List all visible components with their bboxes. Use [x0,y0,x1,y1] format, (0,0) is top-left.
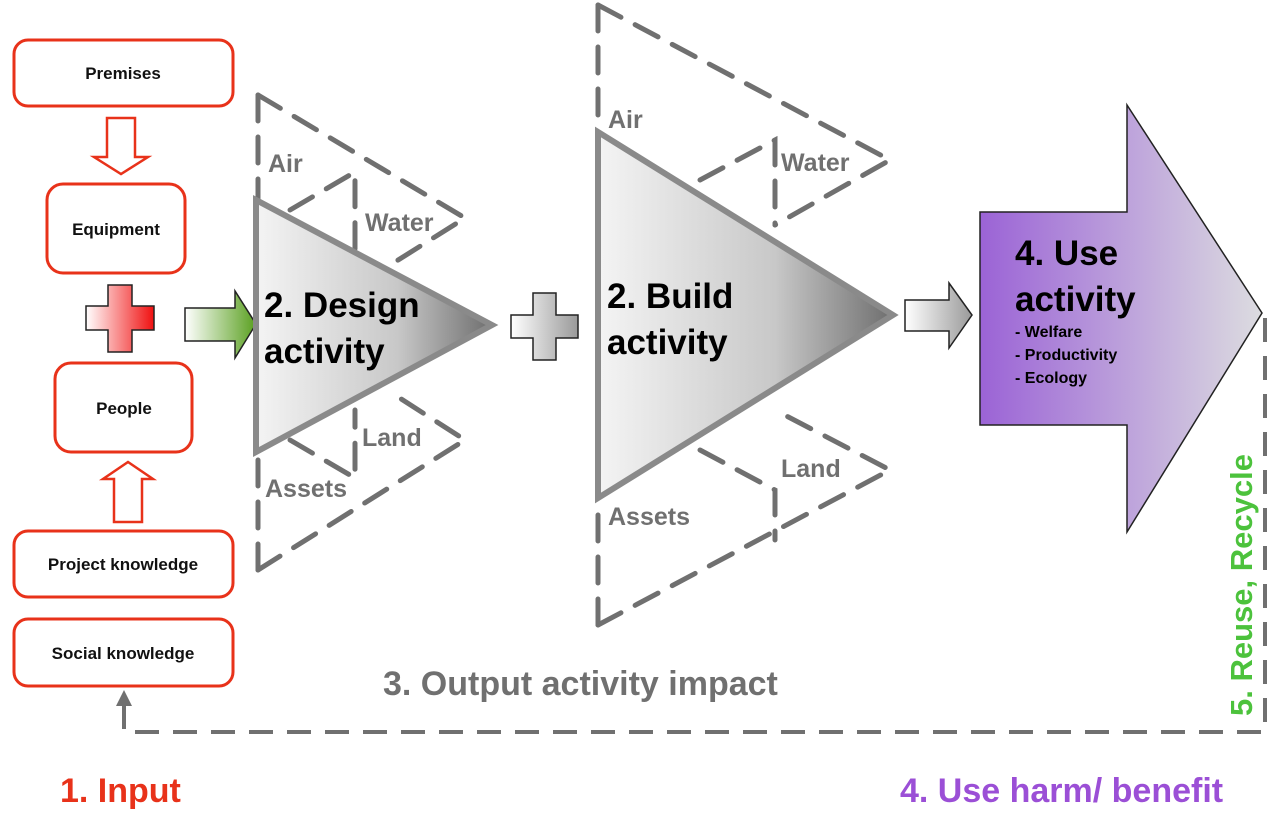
use-harm-benefit-label: 4. Use harm/ benefit [900,772,1223,810]
feedback-arrowhead-icon [116,690,132,706]
input-equipment: Equipment [45,182,187,275]
svg-text:Equipment: Equipment [72,220,160,239]
plus-icon-red [85,284,155,353]
build-activity-subtitle: activity [607,323,728,362]
svg-text:People: People [96,399,152,418]
use-activity-subtitle: activity [1015,280,1136,319]
input-premises: Premises [12,38,235,108]
down-arrow-icon [89,116,153,176]
plus-icon-gray [510,292,579,361]
input-project-knowledge: Project knowledge [12,529,235,599]
svg-text:Project knowledge: Project knowledge [48,555,198,574]
use-bullet-welfare: - Welfare [1015,324,1082,341]
design-activity-triangle [253,195,499,458]
use-activity-title: 4. Use [1015,234,1118,273]
build-impact-water: Water [781,149,850,177]
build-activity-triangle [595,126,899,504]
design-impact-land: Land [362,424,422,452]
feedback-loop-line [122,318,1267,734]
design-impact-outline [255,92,470,573]
right-arrow-icon-green [184,288,257,361]
use-bullet-ecology: - Ecology [1015,370,1087,387]
right-arrow-icon-gray [904,280,973,351]
reuse-recycle-label: 5. Reuse, Recycle [1224,454,1259,716]
output-impact-label: 3. Output activity impact [383,665,778,703]
svg-text:Social knowledge: Social knowledge [52,644,195,663]
use-activity-arrow [979,102,1263,535]
up-arrow-icon [98,460,158,524]
use-bullet-productivity: - Productivity [1015,347,1117,364]
build-impact-assets: Assets [608,503,690,531]
design-activity-title: 2. Design [264,286,420,325]
design-impact-water: Water [365,209,434,237]
build-impact-outline [595,2,896,628]
build-activity-title: 2. Build [607,277,733,316]
input-label: 1. Input [60,772,181,810]
design-impact-assets: Assets [265,475,347,503]
input-social-knowledge: Social knowledge [12,617,235,688]
design-impact-air: Air [268,150,303,178]
build-impact-air: Air [608,106,643,134]
build-impact-land: Land [781,455,841,483]
input-people: People [53,361,194,454]
svg-text:Premises: Premises [85,64,161,83]
design-activity-subtitle: activity [264,332,385,371]
